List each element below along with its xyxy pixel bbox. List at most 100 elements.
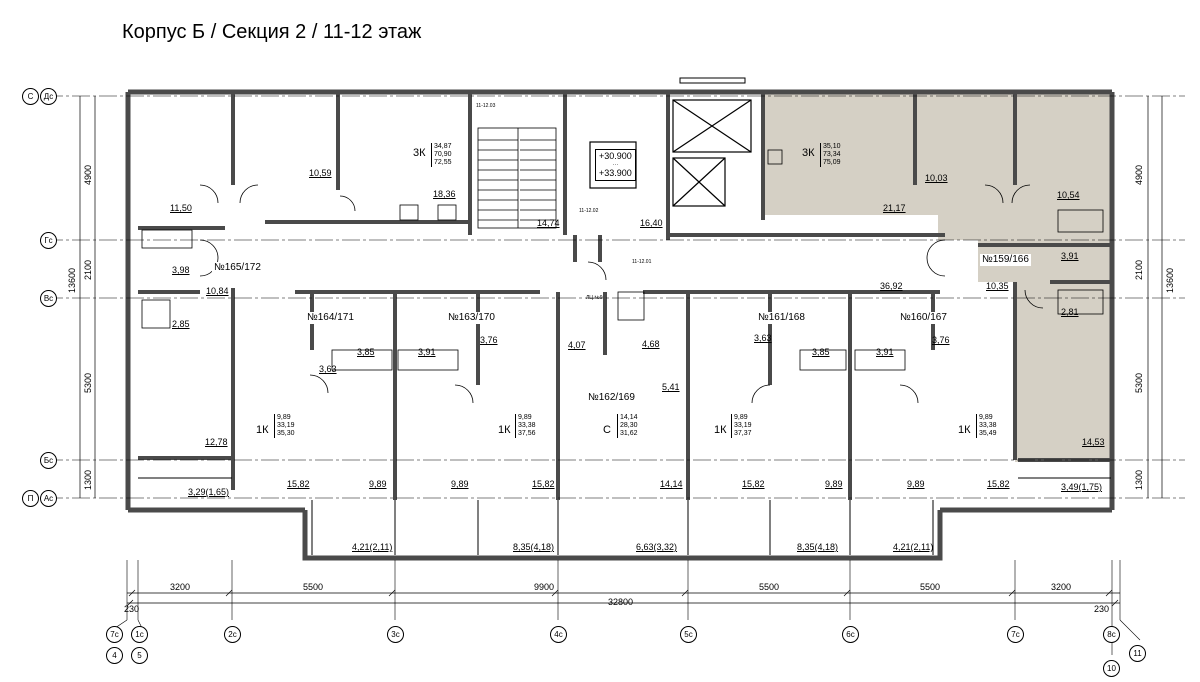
axis-marker: 4с [550, 626, 567, 643]
stat-total: 33,19 [277, 422, 295, 429]
axis-marker: Ас [40, 490, 57, 507]
room-area: 8,35(4,18) [513, 542, 555, 552]
room-area: 9,89 [369, 479, 387, 489]
axis-marker: 5 [131, 647, 148, 664]
dimension-label: 4900 [1134, 164, 1144, 185]
dimension-edge: 230 [1094, 604, 1110, 614]
room-area: 15,82 [742, 479, 765, 489]
stat-total: 33,38 [518, 422, 536, 429]
room-area: 10,59 [309, 168, 332, 178]
dimension-label: 5300 [83, 372, 93, 393]
room-area: 3,76 [480, 335, 498, 345]
room-area: 3,85 [357, 347, 375, 357]
room-area: 21,17 [883, 203, 906, 213]
dimension-label: 1300 [83, 469, 93, 490]
stat-gross: 35,49 [979, 430, 997, 437]
axis-marker: 6с [842, 626, 859, 643]
room-area: 14,53 [1082, 437, 1105, 447]
axis-marker: 3с [387, 626, 404, 643]
room-area: 15,82 [532, 479, 555, 489]
stairs [477, 127, 557, 229]
room-area: 4,68 [642, 339, 660, 349]
stat-living: 34,87 [434, 143, 452, 150]
room-stats: 9,89 33,19 35,30 [274, 414, 295, 438]
level-mark: +30.900 [599, 151, 632, 161]
apartment-number: №161/168 [756, 312, 807, 324]
apartment-number: №163/170 [446, 312, 497, 324]
balcony-lines [138, 477, 1111, 555]
room-area: 4,07 [568, 340, 586, 350]
grid-axes [45, 95, 1185, 499]
axis-marker: 2с [224, 626, 241, 643]
room-area: 4,21(2,11) [352, 542, 393, 552]
apartment-number: №164/171 [305, 312, 356, 324]
axis-marker: Вс [40, 290, 57, 307]
dimension-label: 2100 [83, 259, 93, 280]
room-area: 3,49(1,75) [1061, 482, 1103, 492]
stat-living: 9,89 [734, 414, 748, 421]
column-axes [126, 560, 1121, 620]
stat-gross: 75,09 [823, 159, 841, 166]
room-area: 14,74 [537, 218, 560, 228]
room-area: 3,98 [172, 265, 190, 275]
dimension-label: 5500 [303, 582, 324, 592]
axis-marker: Бс [40, 452, 57, 469]
apartment-number: №159/166 [980, 254, 1031, 266]
interior-walls [138, 92, 1111, 500]
stat-total: 33,38 [979, 422, 997, 429]
dimension-label: 2100 [1134, 259, 1144, 280]
room-stats: 35,10 73,34 75,09 [820, 143, 841, 167]
room-type-label: 1К [714, 424, 727, 436]
axis-marker: 10 [1103, 660, 1120, 677]
room-marker: ЛЦ.№9 [586, 295, 603, 301]
apartment-number: №160/167 [898, 312, 949, 324]
room-area: 18,36 [433, 189, 456, 199]
outer-walls [125, 89, 1115, 561]
room-stats: 14,14 28,30 31,62 [617, 414, 638, 438]
room-area: 10,84 [206, 286, 229, 296]
level-mark: +33.900 [599, 168, 632, 178]
sanitary-fixtures [141, 149, 1104, 371]
room-area: 10,54 [1057, 190, 1080, 200]
room-area: 12,78 [205, 437, 228, 447]
room-area: 2,85 [172, 319, 190, 329]
room-stats: 34,87 70,90 72,55 [431, 143, 452, 167]
stat-total: 33,19 [734, 422, 752, 429]
dimension-label: 5300 [1134, 372, 1144, 393]
stat-gross: 72,55 [434, 159, 452, 166]
axis-marker: 5с [680, 626, 697, 643]
dimension-total: 13600 [1165, 267, 1175, 293]
room-area: 5,41 [662, 382, 680, 392]
room-type-label: 1К [498, 424, 511, 436]
dimension-label: 5500 [759, 582, 780, 592]
room-type-label: 1К [958, 424, 971, 436]
page-title: Корпус Б / Секция 2 / 11-12 этаж [122, 21, 422, 43]
room-area: 16,40 [640, 218, 663, 228]
room-area: 9,89 [907, 479, 925, 489]
room-area: 15,82 [287, 479, 310, 489]
room-area: 4,21(2,11) [893, 542, 934, 552]
room-area: 10,03 [925, 173, 948, 183]
stat-living: 9,89 [277, 414, 291, 421]
room-area: 3,29(1,65) [188, 487, 230, 497]
room-stats: 9,89 33,38 37,56 [515, 414, 536, 438]
axis-marker: Дс [40, 88, 57, 105]
dimension-label: 3200 [170, 582, 191, 592]
room-marker: 11-12.03 [476, 103, 496, 109]
stat-total: 70,90 [434, 151, 452, 158]
stat-total: 73,34 [823, 151, 841, 158]
room-area: 2,81 [1061, 307, 1079, 317]
room-area: 3,91 [418, 347, 436, 357]
axis-marker: П [22, 490, 39, 507]
stat-living: 35,10 [823, 143, 841, 150]
room-area: 15,82 [987, 479, 1010, 489]
room-type-label: 3К [802, 147, 815, 159]
room-area: 8,35(4,18) [797, 542, 839, 552]
stat-living: 9,89 [518, 414, 532, 421]
dimension-label: 9900 [534, 582, 555, 592]
door-swings [199, 184, 1044, 404]
dimension-total: 13600 [67, 267, 77, 293]
room-type-label: 1К [256, 424, 269, 436]
room-area: 3,91 [876, 347, 894, 357]
